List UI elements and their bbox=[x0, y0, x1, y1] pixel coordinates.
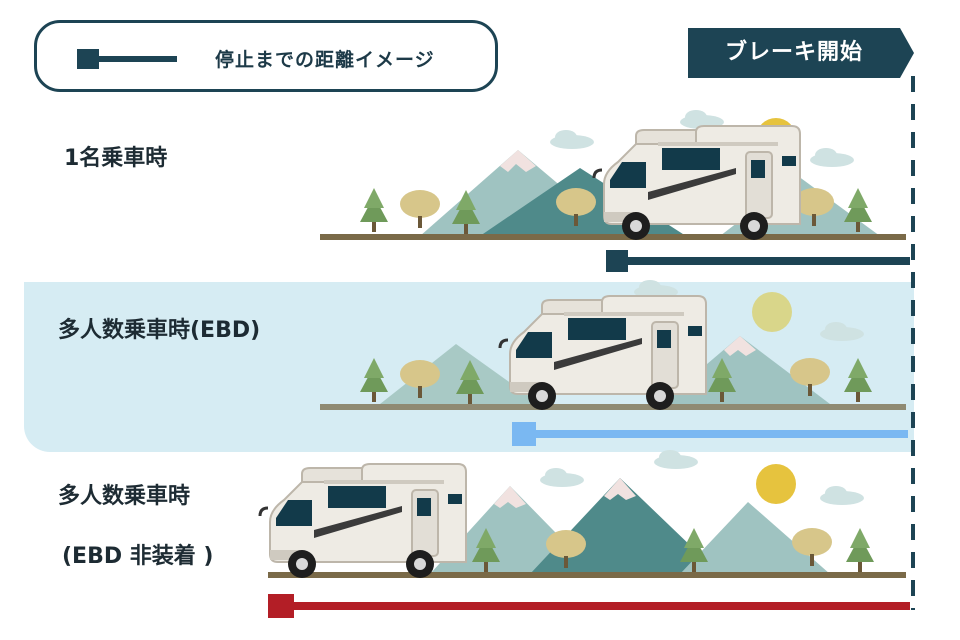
brake-start-tag: ブレーキ開始 bbox=[688, 28, 914, 78]
ground bbox=[320, 234, 906, 240]
tree-icon bbox=[360, 358, 388, 402]
sun-icon bbox=[752, 292, 792, 332]
stopping-bar-row-3 bbox=[268, 594, 910, 618]
row-3-label-line-1: 多人数乗車時 bbox=[58, 484, 191, 509]
cloud-icon bbox=[820, 486, 864, 505]
camper-van-icon bbox=[592, 124, 802, 242]
cloud-icon bbox=[540, 468, 584, 487]
ground bbox=[320, 404, 906, 410]
tree-icon bbox=[360, 188, 388, 232]
brake-tag-shape bbox=[688, 28, 914, 78]
cloud-icon bbox=[810, 148, 854, 167]
cloud-icon bbox=[820, 322, 864, 341]
brake-start-label: ブレーキ開始 bbox=[724, 40, 863, 65]
legend-label: 停止までの距離イメージ bbox=[215, 49, 435, 71]
tree-icon bbox=[846, 528, 874, 572]
row-1-scene bbox=[320, 110, 906, 242]
mountain-icon bbox=[680, 502, 830, 574]
stopping-bar-row-2 bbox=[512, 422, 908, 446]
ground bbox=[268, 572, 906, 578]
legend-bar-icon bbox=[77, 49, 177, 69]
legend-box: 停止までの距離イメージ bbox=[34, 20, 498, 92]
cloud-icon bbox=[550, 130, 594, 149]
tree-icon bbox=[400, 190, 440, 228]
row-3-label-line-2: (EBD 非装着 ) bbox=[62, 544, 214, 569]
row-1-label: 1名乗車時 bbox=[64, 146, 168, 171]
tree-icon bbox=[844, 358, 872, 402]
row-3-scene bbox=[258, 450, 906, 580]
camper-van-icon bbox=[498, 294, 708, 412]
sun-icon bbox=[756, 464, 796, 504]
row-2-label: 多人数乗車時(EBD) bbox=[58, 318, 261, 343]
stopping-bar-row-1 bbox=[606, 250, 910, 272]
row-2-scene bbox=[320, 280, 906, 412]
cloud-icon bbox=[654, 450, 698, 469]
camper-van-icon bbox=[258, 462, 468, 580]
